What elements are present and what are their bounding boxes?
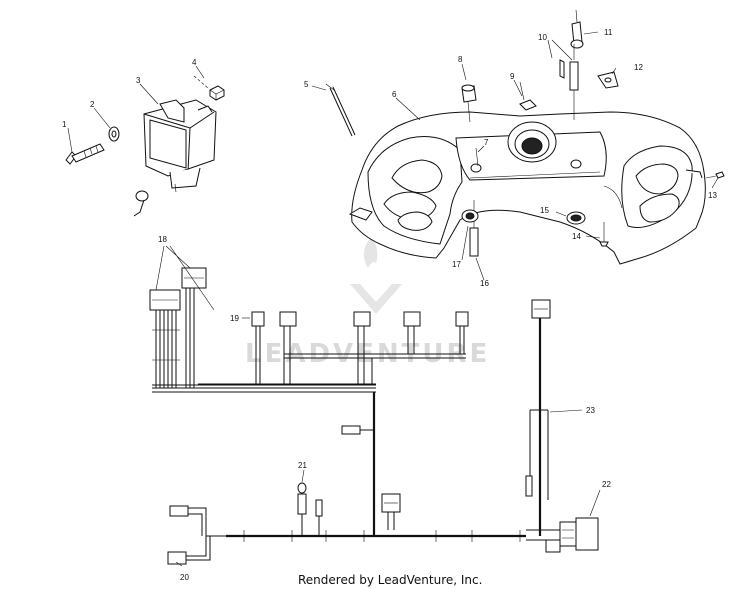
callout-8: 8 (458, 55, 463, 64)
watermark-logo (350, 236, 402, 314)
callout-1: 1 (62, 120, 67, 129)
callout-20: 20 (180, 573, 189, 582)
connector-19-b (279, 311, 297, 384)
cdi-module (143, 99, 217, 193)
ground-lead (133, 190, 149, 217)
screw-7 (475, 147, 479, 167)
callout-labels: 1 2 3 4 5 6 7 8 9 10 11 12 13 14 15 16 1… (62, 28, 717, 582)
connector-21 (297, 482, 323, 536)
screw-13 (705, 171, 725, 179)
callout-12: 12 (634, 63, 643, 72)
connector-19-c (353, 311, 371, 384)
callout-6: 6 (392, 90, 397, 99)
bolt (65, 143, 105, 165)
headlight-pod (348, 111, 706, 265)
washer (108, 126, 120, 142)
socket-bulb (570, 9, 584, 49)
footer-credit: Rendered by LeadVenture, Inc. (298, 573, 482, 587)
callout-15: 15 (540, 206, 549, 215)
rubber-grommet (461, 84, 477, 123)
callout-18: 18 (158, 235, 167, 244)
callout-10: 10 (538, 33, 547, 42)
leader-lines (67, 31, 719, 567)
callout-23: 23 (586, 406, 595, 415)
callout-16: 16 (480, 279, 489, 288)
wire-harness (149, 267, 599, 565)
callout-14: 14 (572, 232, 581, 241)
connector-19-e (455, 311, 469, 354)
connector-22 (526, 517, 599, 553)
grommet-17 (461, 209, 479, 223)
callout-19: 19 (230, 314, 239, 323)
connector-20 (167, 505, 226, 565)
callout-11: 11 (604, 28, 613, 37)
connector-19-a (251, 311, 265, 384)
wire-clip-14 (599, 222, 609, 247)
callout-7: 7 (484, 138, 489, 147)
callout-9: 9 (510, 72, 515, 81)
callout-13: 13 (708, 191, 717, 200)
callout-21: 21 (298, 461, 307, 470)
bracket (597, 71, 619, 89)
harness-plug-16 (469, 200, 479, 257)
nut (193, 75, 225, 101)
rod (325, 83, 356, 137)
callout-3: 3 (136, 76, 141, 85)
connector-19-d (403, 311, 421, 354)
callout-17: 17 (452, 260, 461, 269)
callout-2: 2 (90, 100, 95, 109)
callout-22: 22 (602, 480, 611, 489)
callout-5: 5 (304, 80, 309, 89)
clip (519, 81, 537, 111)
callout-4: 4 (192, 58, 197, 67)
grommet-15 (566, 211, 586, 225)
bulb-socket-assy (559, 44, 579, 120)
